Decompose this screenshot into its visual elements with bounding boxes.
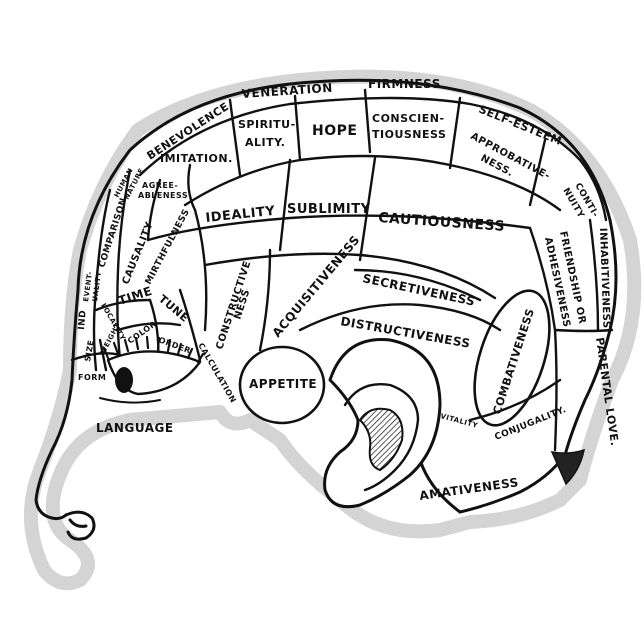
combativeness-region [473, 289, 551, 427]
label-individuality: IND [77, 310, 89, 331]
label-appetite: APPETITE [249, 377, 317, 391]
label-ideality: IDEALITY [205, 204, 276, 226]
label-size: SIZE [83, 339, 96, 362]
label-spirituality-1: SPIRITU- [238, 118, 296, 131]
label-conscientiousness-1: CONSCIEN- [372, 112, 445, 125]
sticker-outline [23, 69, 642, 591]
label-calculation: CALCULATION [196, 342, 238, 405]
label-spirituality-2: ALITY. [245, 136, 285, 149]
label-cautiousness: CAUTIOUSNESS [378, 210, 506, 235]
label-veneration: VENERATION [241, 81, 333, 101]
region-dividers [70, 88, 614, 452]
label-form: FORM [78, 373, 106, 382]
faculty-labels: VENERATION FIRMNESS BENEVOLENCE SPIRITU-… [77, 77, 621, 503]
label-language: LANGUAGE [96, 421, 174, 435]
label-time: TIME [117, 284, 154, 308]
label-hope: HOPE [312, 123, 357, 139]
label-firmness: FIRMNESS [368, 77, 441, 91]
label-inhabitiveness: INHABITIVENESS [597, 228, 612, 329]
label-vitality: VITALITY [439, 412, 479, 430]
ear-drawing [323, 338, 442, 509]
label-conscientiousness-2: TIOUSNESS [372, 128, 446, 141]
label-combativeness: COMBATIVENESS [490, 307, 537, 416]
label-color: COLOR [126, 319, 158, 345]
label-agreeableness-1: AGREE- [142, 181, 178, 190]
eye-drawing [99, 335, 205, 404]
label-sublimity: SUBLIMITY [287, 202, 371, 217]
parental-love-corner [550, 448, 585, 486]
label-agreeableness-2: ABLENESS [138, 191, 188, 200]
label-imitation: IMITATION. [160, 152, 233, 165]
appetite-region [238, 345, 326, 425]
